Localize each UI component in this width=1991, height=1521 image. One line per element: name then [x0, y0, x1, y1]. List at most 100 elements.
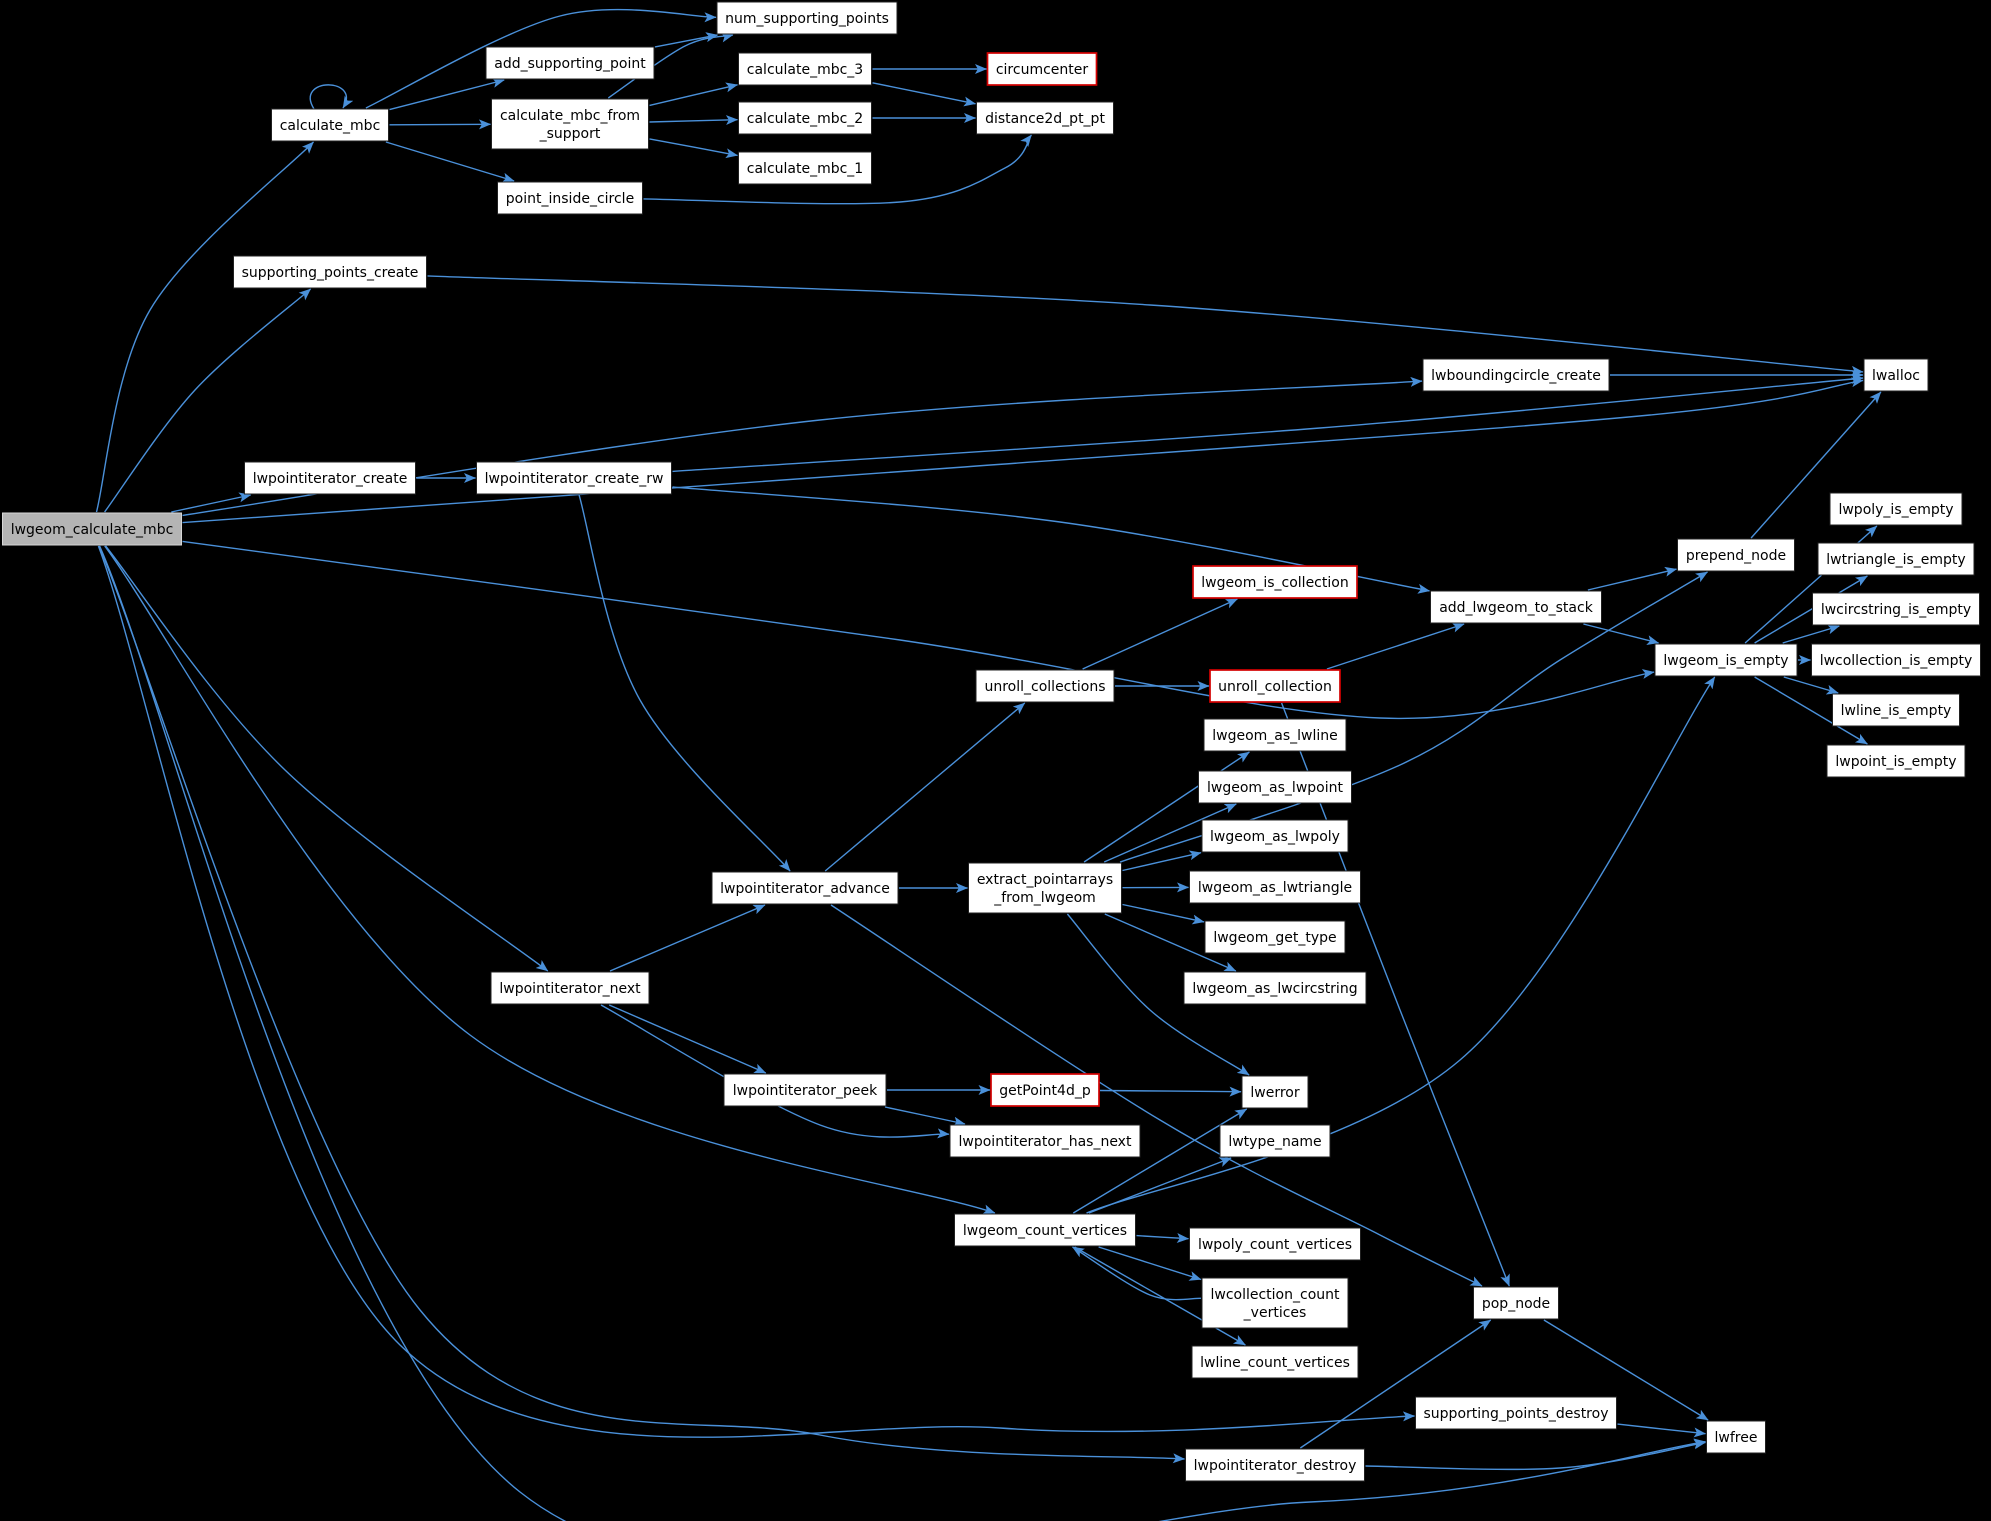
svg-text:lwcircstring_is_empty: lwcircstring_is_empty: [1821, 602, 1971, 618]
svg-text:lwgeom_count_vertices: lwgeom_count_vertices: [963, 1223, 1127, 1239]
node-lwgeom_as_lwtriangle[interactable]: lwgeom_as_lwtriangle: [1189, 870, 1361, 904]
edge-prepend_node--lwalloc: [1750, 391, 1882, 539]
svg-text:lwpointiterator_has_next: lwpointiterator_has_next: [959, 1134, 1132, 1150]
node-lwgeom_as_lwpoint[interactable]: lwgeom_as_lwpoint: [1198, 770, 1352, 804]
edge-calculate_mbc_from_support--num_supporting_points: [607, 32, 734, 99]
node-lwgeom_get_type[interactable]: lwgeom_get_type: [1204, 920, 1346, 954]
edge-lwgeom_calculate_mbc--lwfree: [98, 545, 1706, 1521]
node-lwpointiterator_create_rw[interactable]: lwpointiterator_create_rw: [476, 461, 672, 495]
edge-lwgeom_calculate_mbc--supporting_points_create: [104, 288, 312, 513]
edge-lwpointiterator_destroy--lwfree: [1365, 1439, 1706, 1471]
node-extract_pointarrays_from_lwgeom[interactable]: extract_pointarrays_from_lwgeom: [968, 862, 1122, 914]
node-lwline_count_vertices[interactable]: lwline_count_vertices: [1191, 1345, 1359, 1379]
svg-text:lwgeom_get_type: lwgeom_get_type: [1213, 930, 1336, 946]
node-calculate_mbc_from_support[interactable]: calculate_mbc_from_support: [491, 98, 649, 150]
edge-lwpointiterator_advance--pop_node: [830, 904, 1483, 1287]
node-lwcollection_is_empty[interactable]: lwcollection_is_empty: [1811, 643, 1981, 677]
node-calculate_mbc_2[interactable]: calculate_mbc_2: [738, 101, 872, 135]
edge-lwgeom_count_vertices--lwpoly_count_vertices: [1136, 1233, 1189, 1244]
node-lwpointiterator_create[interactable]: lwpointiterator_create: [244, 461, 416, 495]
node-lwpointiterator_peek[interactable]: lwpointiterator_peek: [723, 1073, 887, 1107]
edge-extract_pointarrays_from_lwgeom--prepend_node: [1119, 571, 1708, 863]
node-prepend_node[interactable]: prepend_node: [1677, 538, 1795, 572]
node-lwgeom_as_lwcircstring[interactable]: lwgeom_as_lwcircstring: [1183, 971, 1367, 1005]
node-calculate_mbc[interactable]: calculate_mbc: [271, 108, 389, 142]
svg-text:lwfree: lwfree: [1715, 1430, 1758, 1446]
edge-lwgeom_calculate_mbc--lwgeom_count_vertices: [104, 545, 996, 1215]
edge-lwgeom_calculate_mbc--lwalloc: [182, 377, 1864, 524]
node-lwgeom_as_lwpoly[interactable]: lwgeom_as_lwpoly: [1201, 819, 1349, 853]
node-lwtype_name[interactable]: lwtype_name: [1219, 1124, 1331, 1158]
svg-text:num_supporting_points: num_supporting_points: [725, 11, 889, 27]
node-supporting_points_destroy[interactable]: supporting_points_destroy: [1415, 1396, 1617, 1430]
node-lwgeom_as_lwline[interactable]: lwgeom_as_lwline: [1203, 718, 1347, 752]
edge-calculate_mbc--calculate_mbc: [309, 84, 354, 110]
edge-extract_pointarrays_from_lwgeom--lwgeom_as_lwcircstring: [1104, 913, 1237, 972]
edge-lwpointiterator_advance--unroll_collections: [824, 702, 1026, 872]
svg-text:lwpointiterator_create_rw: lwpointiterator_create_rw: [485, 471, 664, 487]
node-circumcenter[interactable]: circumcenter: [986, 52, 1098, 86]
node-lwgeom_count_vertices[interactable]: lwgeom_count_vertices: [954, 1213, 1136, 1247]
node-add_lwgeom_to_stack[interactable]: add_lwgeom_to_stack: [1430, 590, 1602, 624]
node-getPoint4d_p[interactable]: getPoint4d_p: [990, 1073, 1100, 1107]
svg-text:lwgeom_is_collection: lwgeom_is_collection: [1201, 575, 1348, 591]
svg-text:add_supporting_point: add_supporting_point: [494, 56, 646, 72]
svg-text:lwcollection_count_vertices: lwcollection_count_vertices: [1210, 1287, 1340, 1321]
edge-calculate_mbc--point_inside_circle: [385, 141, 515, 183]
node-calculate_mbc_3[interactable]: calculate_mbc_3: [738, 52, 872, 86]
edge-lwgeom_is_empty--lwcircstring_is_empty: [1782, 624, 1840, 644]
edge-lwgeom_calculate_mbc--lwgeom_is_empty: [182, 540, 1655, 720]
edge-lwpointiterator_next--lwpointiterator_peek: [608, 1004, 767, 1074]
svg-text:lwgeom_calculate_mbc: lwgeom_calculate_mbc: [11, 522, 174, 538]
node-lwgeom_is_empty[interactable]: lwgeom_is_empty: [1654, 643, 1798, 677]
node-lwpointiterator_destroy[interactable]: lwpointiterator_destroy: [1185, 1448, 1365, 1482]
edge-lwpointiterator_create_rw--lwalloc: [672, 374, 1864, 473]
svg-text:lwalloc: lwalloc: [1872, 368, 1920, 384]
node-point_inside_circle[interactable]: point_inside_circle: [497, 181, 643, 215]
svg-text:prepend_node: prepend_node: [1686, 548, 1786, 564]
svg-text:calculate_mbc_3: calculate_mbc_3: [747, 62, 863, 78]
node-distance2d_pt_pt[interactable]: distance2d_pt_pt: [976, 101, 1114, 135]
node-lwfree[interactable]: lwfree: [1706, 1420, 1766, 1454]
svg-text:distance2d_pt_pt: distance2d_pt_pt: [985, 111, 1105, 127]
node-unroll_collections[interactable]: unroll_collections: [975, 669, 1115, 703]
svg-text:getPoint4d_p: getPoint4d_p: [999, 1083, 1091, 1099]
edge-lwgeom_calculate_mbc--lwpointiterator_destroy: [98, 545, 1185, 1464]
svg-text:lwpointiterator_peek: lwpointiterator_peek: [733, 1083, 878, 1099]
edge-extract_pointarrays_from_lwgeom--lwgeom_as_lwpoly: [1122, 850, 1202, 872]
node-lwpoly_is_empty[interactable]: lwpoly_is_empty: [1829, 492, 1963, 526]
edge-lwgeom_count_vertices--lwerror: [1072, 1108, 1248, 1214]
node-lwcircstring_is_empty[interactable]: lwcircstring_is_empty: [1812, 592, 1980, 626]
svg-text:lwcollection_is_empty: lwcollection_is_empty: [1820, 653, 1973, 669]
edge-lwpointiterator_destroy--pop_node: [1299, 1319, 1492, 1449]
edge-lwgeom_count_vertices--lwgeom_is_empty: [1086, 676, 1716, 1214]
node-unroll_collection[interactable]: unroll_collection: [1209, 669, 1341, 703]
node-pop_node[interactable]: pop_node: [1473, 1286, 1559, 1320]
node-supporting_points_create[interactable]: supporting_points_create: [233, 255, 427, 289]
svg-text:circumcenter: circumcenter: [996, 62, 1089, 78]
node-lwboundingcircle_create[interactable]: lwboundingcircle_create: [1422, 358, 1610, 392]
node-lwtriangle_is_empty[interactable]: lwtriangle_is_empty: [1817, 542, 1975, 576]
node-lwpointiterator_has_next[interactable]: lwpointiterator_has_next: [949, 1124, 1141, 1158]
node-lwgeom_is_collection[interactable]: lwgeom_is_collection: [1192, 565, 1358, 599]
edge-calculate_mbc_from_support--calculate_mbc_3: [649, 82, 738, 107]
node-lwerror[interactable]: lwerror: [1241, 1075, 1309, 1109]
node-lwpoly_count_vertices[interactable]: lwpoly_count_vertices: [1189, 1227, 1361, 1261]
svg-text:lwpointiterator_next: lwpointiterator_next: [499, 981, 641, 997]
node-lwgeom_calculate_mbc[interactable]: lwgeom_calculate_mbc: [2, 512, 182, 546]
svg-text:lwgeom_as_lwline: lwgeom_as_lwline: [1212, 728, 1338, 744]
edge-lwgeom_count_vertices--lwcollection_count_vertices: [1098, 1246, 1202, 1281]
node-num_supporting_points[interactable]: num_supporting_points: [716, 1, 898, 35]
node-lwpointiterator_next[interactable]: lwpointiterator_next: [490, 971, 650, 1005]
edge-lwgeom_is_empty--lwpoint_is_empty: [1754, 676, 1868, 745]
svg-text:lwline_is_empty: lwline_is_empty: [1841, 703, 1952, 719]
node-lwline_is_empty[interactable]: lwline_is_empty: [1832, 693, 1960, 727]
node-lwalloc[interactable]: lwalloc: [1863, 358, 1929, 392]
node-lwcollection_count_vertices[interactable]: lwcollection_count_vertices: [1201, 1277, 1349, 1329]
svg-text:lwpoly_is_empty: lwpoly_is_empty: [1838, 502, 1953, 518]
edge-add_supporting_point--num_supporting_points: [654, 32, 718, 48]
node-lwpoint_is_empty[interactable]: lwpoint_is_empty: [1826, 744, 1966, 778]
node-add_supporting_point[interactable]: add_supporting_point: [485, 46, 655, 80]
node-calculate_mbc_1[interactable]: calculate_mbc_1: [738, 151, 872, 185]
node-lwpointiterator_advance[interactable]: lwpointiterator_advance: [711, 871, 899, 905]
